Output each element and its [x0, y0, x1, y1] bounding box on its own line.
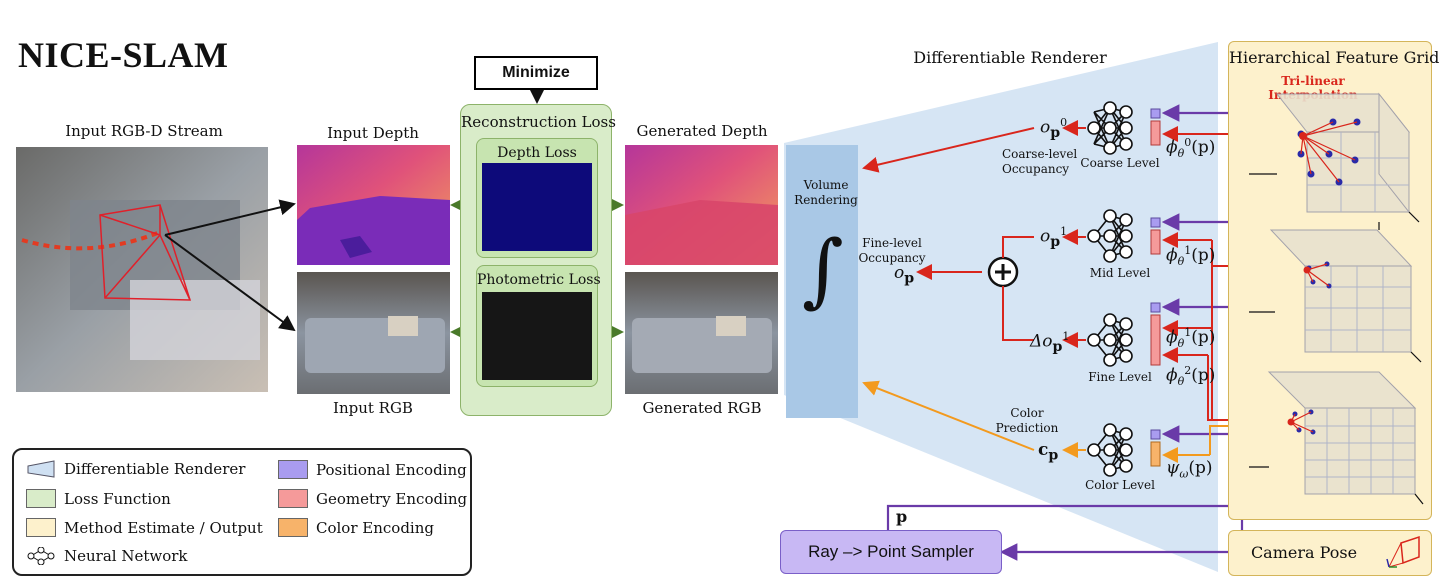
legend-box: Differentiable Renderer Loss Function Me… [12, 448, 472, 576]
phi1-mid-symbol: ϕθ1(p) [1166, 244, 1216, 269]
color-prediction-label: Color Prediction [995, 406, 1059, 435]
trapezoid-swatch-icon [27, 460, 55, 478]
generated-depth-label: Generated Depth [636, 122, 768, 140]
depth-loss-label: Depth Loss [497, 145, 577, 161]
camera-frustum-icon [1386, 535, 1420, 568]
hierarchical-grid-label: Hierarchical Feature Grid [1229, 48, 1440, 67]
legend-item-positional: Positional Encoding [278, 460, 467, 479]
legend-item-renderer: Differentiable Renderer [26, 460, 245, 478]
integral-symbol: ∫ [802, 223, 844, 316]
photometric-loss-box: Photometric Loss [476, 265, 601, 387]
legend-item-output: Method Estimate / Output [26, 518, 263, 537]
o-p-symbol: op [894, 263, 915, 287]
input-rgb-label: Input RGB [333, 399, 413, 417]
phi1-fine-symbol: ϕθ1(p) [1166, 326, 1216, 351]
input-depth-label: Input Depth [327, 124, 419, 142]
legend-item-geometry: Geometry Encoding [278, 489, 467, 508]
volume-rendering-box [786, 145, 858, 418]
volume-rendering-label: Volume Rendering [794, 178, 858, 207]
camera-pose-box: Camera Pose [1228, 530, 1432, 576]
depth-loss-image [482, 163, 592, 251]
legend-item-color: Color Encoding [278, 518, 434, 537]
mid-nn-icon [1087, 209, 1133, 263]
color-level-label: Color Level [1085, 478, 1155, 492]
camera-pose-label: Camera Pose [1250, 543, 1358, 562]
reconstruction-loss-label: Reconstruction Loss [461, 113, 616, 131]
c-p-symbol: cp [1038, 440, 1059, 464]
photometric-loss-image [482, 292, 592, 380]
p-label: p [896, 507, 908, 526]
coarse-occupancy-label: Coarse-level Occupancy [1002, 147, 1078, 176]
depth-loss-box: Depth Loss [476, 138, 598, 258]
fine-level-label: Fine Level [1088, 370, 1152, 384]
renderer-label: Differentiable Renderer [913, 48, 1107, 67]
renderer-trapezoid [784, 42, 1218, 572]
legend-item-loss: Loss Function [26, 489, 171, 508]
neural-network-icon [27, 547, 55, 565]
fine-occupancy-label: Fine-level Occupancy [858, 236, 926, 265]
color-nn-icon [1087, 423, 1133, 477]
mid-level-label: Mid Level [1089, 266, 1151, 280]
photometric-loss-label: Photometric Loss [477, 272, 601, 288]
generated-rgb-label: Generated RGB [642, 399, 762, 417]
o-p1-symbol: op1 [1040, 225, 1068, 251]
page-title: NICE-SLAM [18, 35, 229, 75]
input-stream-label: Input RGB-D Stream [65, 122, 223, 140]
coarse-nn-icon [1087, 101, 1133, 155]
o-p0-symbol: op0 [1040, 116, 1068, 142]
ray-point-sampler-box: Ray –> Point Sampler [780, 530, 1002, 574]
fine-nn-icon [1087, 313, 1133, 367]
hierarchical-grid-panel: Hierarchical Feature Grid Tri-linear Int… [1228, 41, 1440, 520]
reconstruction-loss-box: Reconstruction Loss Depth Loss Photometr… [460, 104, 616, 416]
feature-grid-cubes [1249, 92, 1424, 505]
coarse-level-label: Coarse Level [1080, 156, 1160, 170]
legend-item-nn: Neural Network [26, 547, 188, 565]
phi0-symbol: ϕθ0(p) [1166, 136, 1216, 161]
psi-symbol: ψω(p) [1166, 458, 1213, 481]
phi2-symbol: ϕθ2(p) [1166, 364, 1216, 389]
delta-o-symbol: Δop1 [1030, 330, 1070, 356]
minimize-box: Minimize [474, 56, 598, 90]
